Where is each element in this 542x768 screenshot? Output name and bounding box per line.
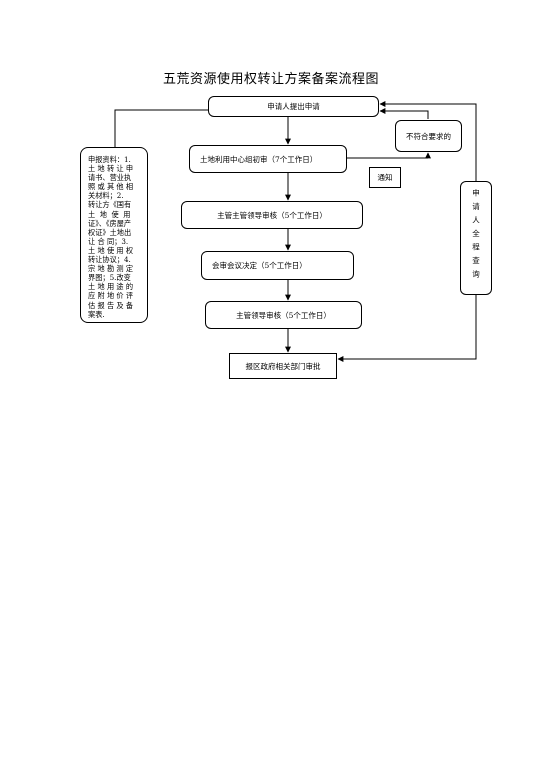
materials-line: 宗 地 勘 测 定	[88, 264, 134, 274]
materials-line: 证》、《房屋产	[88, 218, 132, 228]
step-leader-review-1-label: 主管主管领导审核（5个工作日）	[217, 210, 327, 220]
materials-line: 土 地 用 途 的	[88, 282, 134, 292]
step-land-center: 土地利用中心组初审（7个工作日）	[189, 145, 347, 173]
step-leader-review-2: 主管领导审核（5个工作日）	[205, 301, 362, 329]
step-land-center-label: 土地利用中心组初审（7个工作日）	[200, 154, 318, 164]
step-leader-review-1: 主管主管领导审核（5个工作日）	[181, 201, 363, 229]
materials-line: 转让方《国有	[88, 200, 132, 210]
materials-line: 土 地 使 用 权	[88, 245, 134, 255]
arrow-query-to-gov	[337, 295, 477, 362]
page-title: 五荒资源使用权转让方案备案流程图	[162, 72, 379, 87]
arrow-reject-to-apply	[379, 108, 429, 119]
materials-line: 界图；5.改变	[88, 273, 131, 283]
materials-line: 土 地 使 用	[88, 209, 131, 219]
materials-line: 让 合 同；3.	[88, 236, 129, 246]
step-apply-label: 申请人提出申请	[267, 102, 320, 111]
materials-line: 权证》土地出	[88, 227, 132, 237]
notify-label: 通知	[377, 173, 393, 182]
materials-connector	[114, 109, 208, 147]
materials-line: 转让协议；4.	[88, 255, 131, 265]
materials-line: 应 附 地 价 评	[88, 291, 134, 301]
materials-box: 申报资料：1. 土 地 转 让 申 请书、营业执 照 或 其 他 相 关材料；2…	[80, 147, 148, 323]
step-gov-approval: 报区政府相关部门审批	[229, 353, 337, 379]
materials-line: 请书、营业执	[88, 173, 132, 183]
step-leader-review-2-label: 主管领导审核（5个工作日）	[236, 310, 331, 320]
step-gov-approval-label: 报区政府相关部门审批	[245, 361, 321, 371]
step-joint-meeting-label: 会审会议决定（5个工作日）	[212, 261, 307, 270]
reject-box: 不符合要求的	[395, 120, 462, 152]
query-box: 申请人全程查询	[460, 181, 492, 295]
materials-line: 照 或 其 他 相	[88, 182, 134, 192]
query-label: 申请人全程查询	[471, 189, 481, 284]
materials-line: 案表.	[88, 309, 105, 319]
materials-line: 申报资料：1.	[88, 155, 131, 164]
notify-box: 通知	[369, 167, 401, 188]
step-apply: 申请人提出申请	[208, 96, 379, 117]
materials-line: 土 地 转 让 申	[88, 164, 134, 174]
step-joint-meeting: 会审会议决定（5个工作日）	[201, 251, 354, 280]
arrow-query-to-apply	[379, 101, 477, 181]
reject-label: 不符合要求的	[406, 131, 451, 141]
materials-line: 估 报 告 及 备	[88, 300, 134, 310]
materials-line: 关材料；2.	[88, 191, 124, 201]
